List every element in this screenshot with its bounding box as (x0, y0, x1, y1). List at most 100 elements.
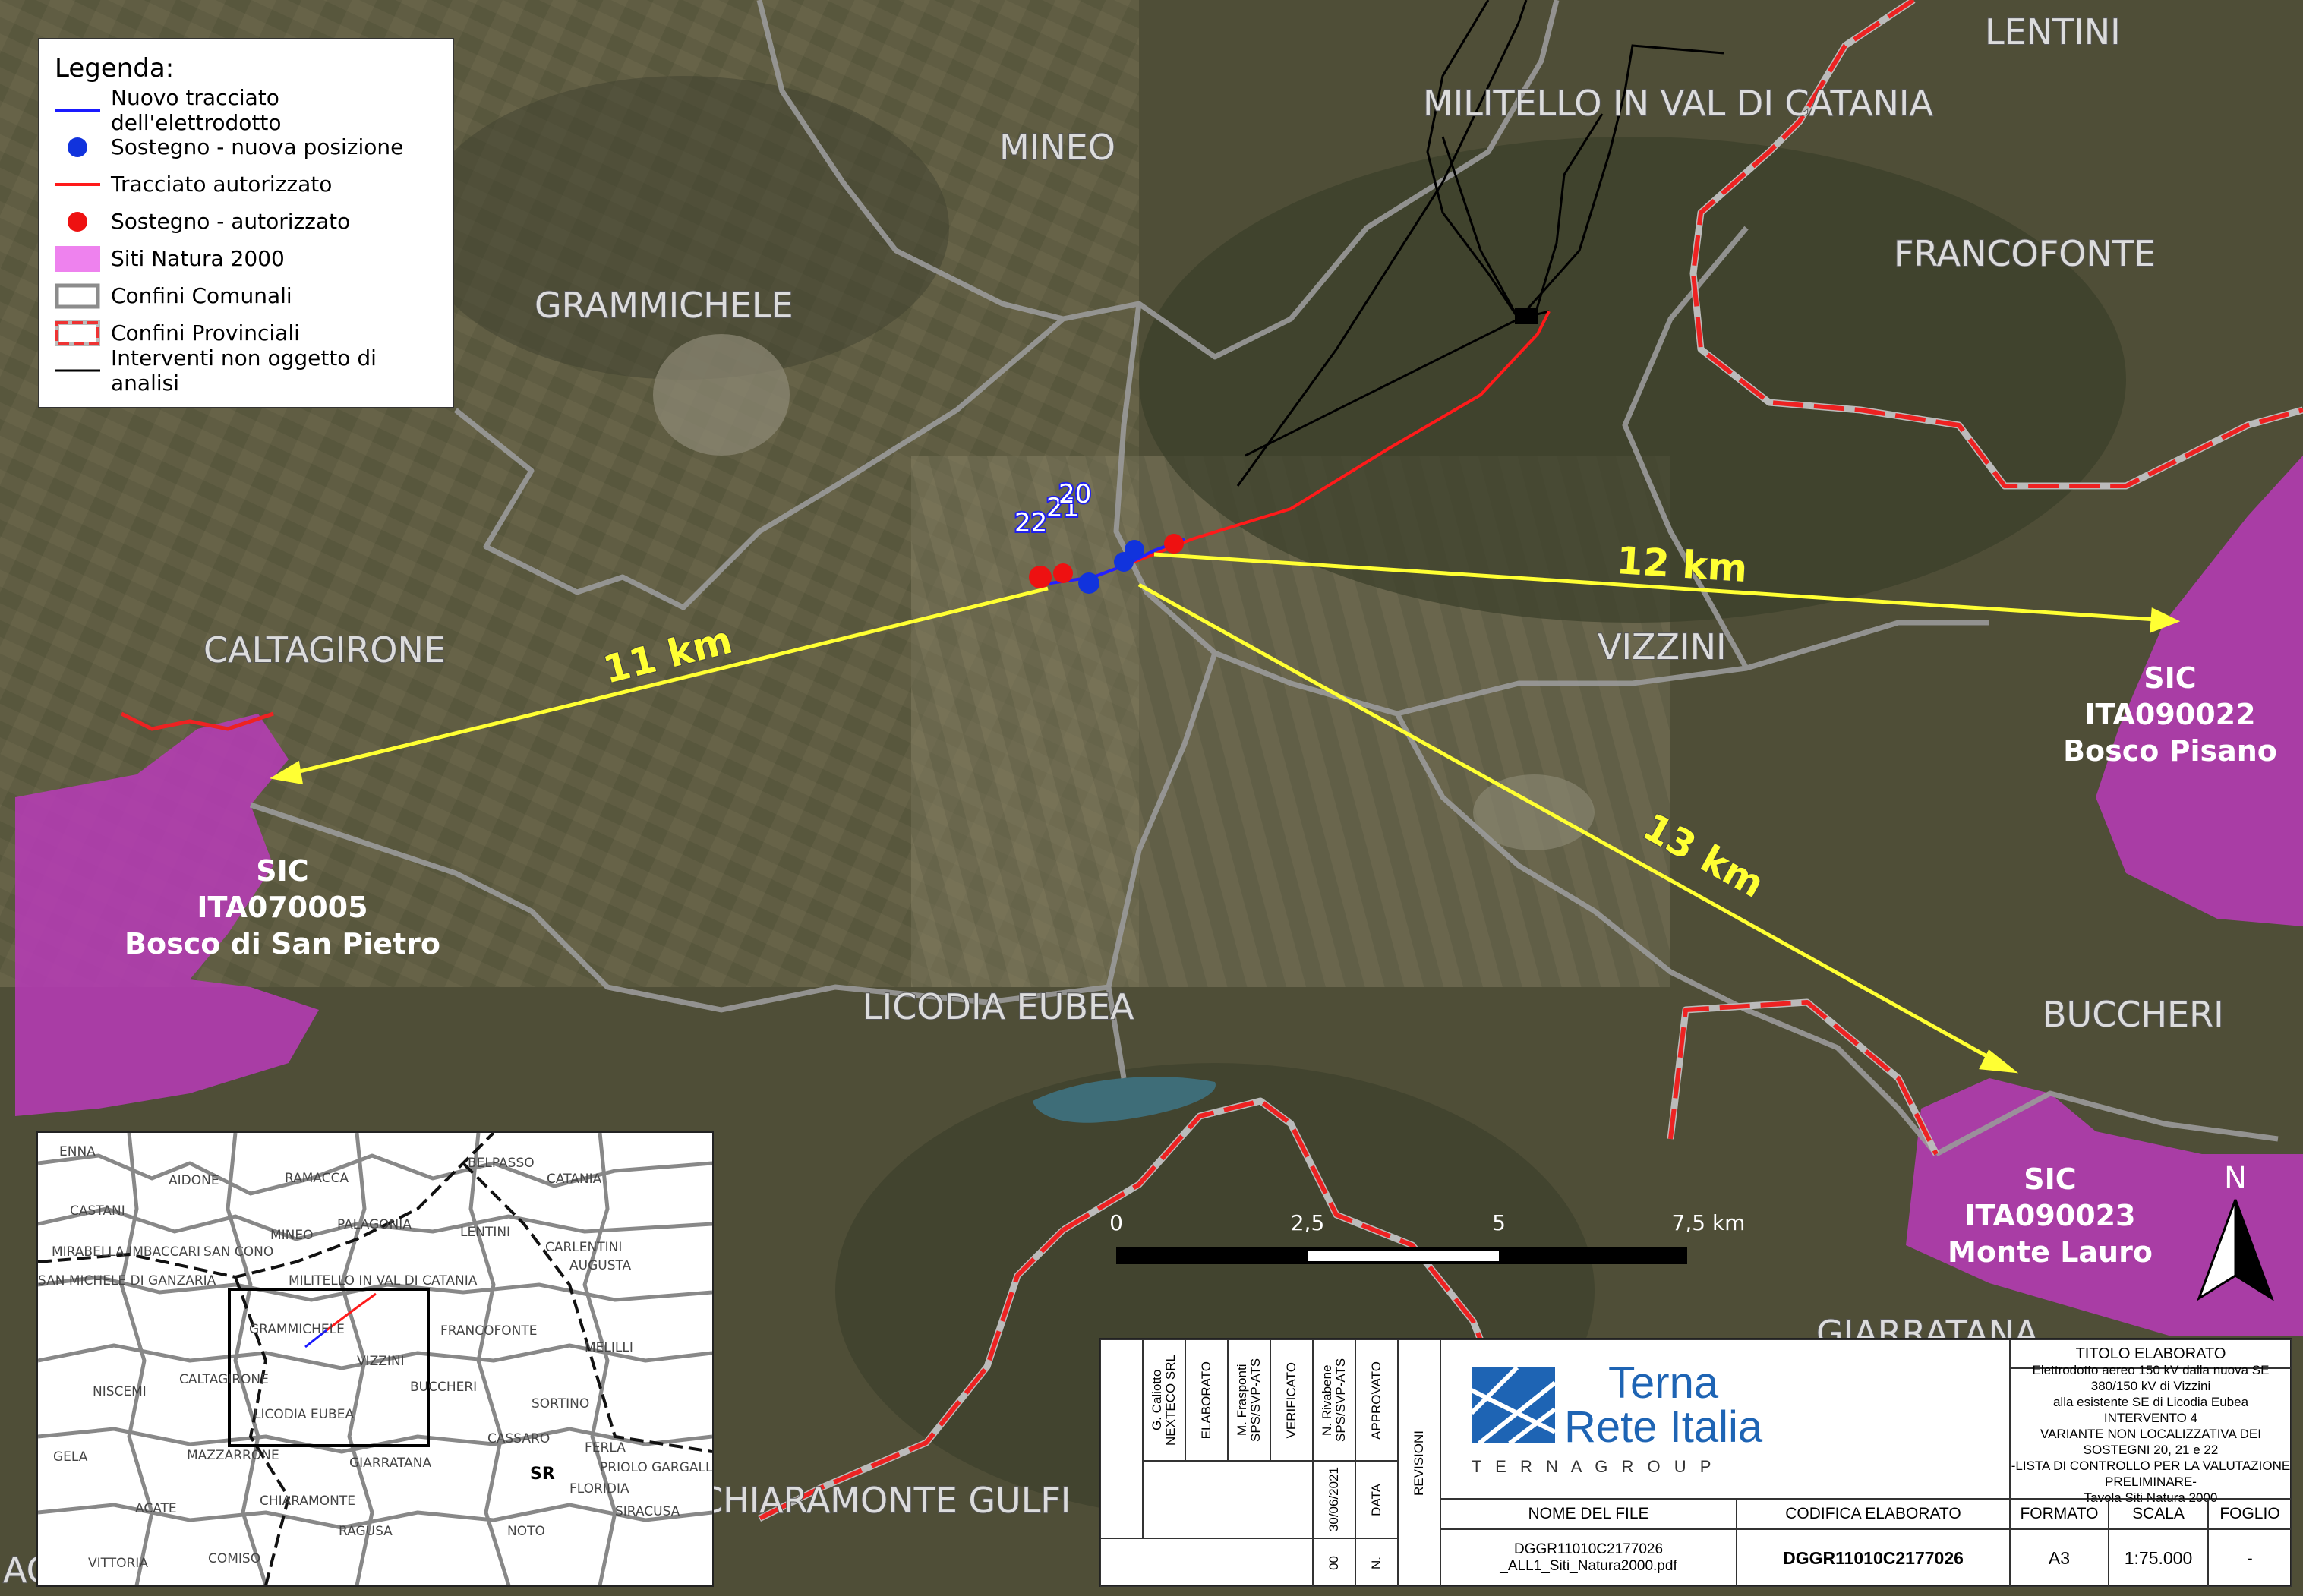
site-2-line3: Bosco Pisano (2063, 734, 2277, 768)
pink-square-icon (55, 244, 100, 274)
inset-label: CASTANI (70, 1203, 125, 1219)
inset-label: GELA (53, 1449, 88, 1465)
terrain-hills-east (1139, 137, 2126, 623)
inset-label: ACATE (135, 1501, 177, 1516)
inset-label: NOTO (507, 1524, 545, 1539)
legend-item-label: Interventi non oggetto di analisi (111, 345, 377, 396)
legend-item-label: Nuovo tracciato dell'elettrodotto (111, 84, 282, 135)
arrowhead-southeast (1979, 1049, 2019, 1074)
inset-label: SORTINO (532, 1396, 589, 1411)
site-labels: SIC ITA070005 Bosco di San Pietro SIC IT… (125, 661, 2277, 1269)
place-buccheri: BUCCHERI (2043, 994, 2224, 1035)
place-vizzini: VIZZINI (1598, 626, 1727, 667)
support-label-22: 22 (1014, 508, 1047, 538)
inset-label: CASSARO (487, 1431, 550, 1446)
support-new-marker[interactable] (1125, 540, 1144, 560)
terna-logo-icon (1472, 1367, 1555, 1443)
legend-title: Legenda: (55, 53, 175, 84)
support-authorised-marker[interactable] (1029, 566, 1052, 588)
legend-item-natura2000: Siti Natura 2000 (55, 240, 437, 277)
support-authorised-marker[interactable] (1164, 534, 1184, 554)
place-francofonte: FRANCOFONTE (1894, 233, 2156, 274)
titolo-line: Tavola Siti Natura 2000 (2084, 1490, 2218, 1505)
place-grammichele: GRAMMICHELE (535, 285, 793, 326)
rev-empty-col (1100, 1339, 1143, 1538)
scale-tick-5: 5 (1492, 1210, 1506, 1235)
blue-line-icon (55, 95, 100, 125)
rev-n-header-text: N. (1369, 1556, 1383, 1569)
rev-date-text: 30/06/2021 (1327, 1467, 1341, 1532)
inset-label: CATANIA (547, 1172, 602, 1187)
natura-site-bosco-pisano[interactable] (2096, 456, 2303, 926)
inset-label: CALTAGIRONE (179, 1372, 269, 1387)
place-militello: MILITELLO IN VAL DI CATANIA (1423, 83, 1933, 124)
support-authorised-marker[interactable] (1053, 563, 1073, 583)
legend-item-new-route: Nuovo tracciato dell'elettrodotto (55, 85, 437, 135)
vizzini-town (1473, 774, 1595, 850)
titolo-line: Elettrodotto aereo 150 kV dalla nuova SE… (2032, 1362, 2270, 1393)
scale-tick-2-5: 2,5 (1291, 1210, 1325, 1235)
titolo-line: INTERVENTO 4 (2103, 1410, 2198, 1425)
inset-label: BUCCHERI (410, 1380, 477, 1395)
scale-tick-7-5: 7,5 km (1672, 1210, 1746, 1235)
place-labels: LENTINI MILITELLO IN VAL DI CATANIA MINE… (2, 11, 2225, 1591)
site-2-line2: ITA090022 (2084, 698, 2255, 731)
natura-site-monte-lauro[interactable] (1906, 1078, 2303, 1336)
inset-label: MILITELLO IN VAL DI CATANIA (289, 1273, 478, 1288)
inset-label: SIRACUSA (615, 1504, 680, 1519)
inset-label: GIARRATANA (349, 1456, 431, 1471)
rev-header-3-text: APPROVATO (1369, 1361, 1383, 1440)
inset-label: LENTINI (460, 1225, 510, 1240)
terna-brand-line2: Rete Italia (1564, 1402, 1763, 1452)
grammichele-town (653, 334, 790, 456)
legend-item-label: Sostegno - autorizzato (111, 209, 351, 234)
rev-blank-row (1143, 1461, 1313, 1538)
rev-date-cell: 30/06/2021 (1313, 1461, 1355, 1538)
inset-map[interactable]: ENNA AIDONE RAMACCA BELPASSO CATANIA CAS… (36, 1131, 714, 1587)
rev-bottom-blank (1100, 1538, 1313, 1587)
red-dashed-rect-icon (55, 318, 100, 349)
inset-labels: ENNA AIDONE RAMACCA BELPASSO CATANIA CAS… (38, 1144, 712, 1571)
inset-label: RAGUSA (339, 1524, 393, 1539)
inset-label: VITTORIA (88, 1556, 148, 1571)
arrow-to-bosco-san-pietro (280, 586, 1049, 778)
rev-n-header: N. (1355, 1538, 1398, 1587)
legend-item-other-works: Interventi non oggetto di analisi (55, 345, 437, 396)
inset-label: RAMACCA (285, 1171, 349, 1186)
scala-header: SCALA (2109, 1499, 2208, 1529)
red-line-icon (55, 169, 100, 200)
support-new-marker[interactable] (1078, 572, 1099, 594)
arrowhead-west (269, 760, 304, 785)
inset-label: FLORIDIA (569, 1481, 629, 1497)
site-3-line1: SIC (2024, 1162, 2076, 1196)
legend-item-label: Sostegno - nuova posizione (111, 134, 404, 159)
inset-label: CHIARAMONTE (260, 1493, 355, 1509)
substation-icon (1515, 308, 1538, 324)
inset-route-line (326, 1292, 377, 1332)
legend-item-label: Tracciato autorizzato (111, 172, 333, 197)
support-label-21: 21 (1046, 493, 1079, 523)
rev-data-header: DATA (1355, 1461, 1398, 1538)
rev-role-2-text: M. Frasponti SPS/SVP-ATS (1235, 1358, 1263, 1443)
titolo-line: alla esistente SE di Licodia Eubea (2052, 1394, 2249, 1409)
inset-label: AIDONE (169, 1173, 219, 1188)
formato-header: FORMATO (2010, 1499, 2109, 1529)
titolo-line: VARIANTE NON LOCALIZZATIVA DEI SOSTEGNI … (2040, 1426, 2261, 1457)
rev-role-2: M. Frasponti SPS/SVP-ATS (1228, 1339, 1270, 1461)
place-lentini: LENTINI (1985, 11, 2121, 52)
titolo-line: -LISTA DI CONTROLLO PER LA VALUTAZIONE P… (2011, 1458, 2291, 1489)
legend-panel: Legenda: Nuovo tracciato dell'elettrodot… (38, 38, 454, 408)
inset-label: NISCEMI (93, 1384, 147, 1399)
site-1-line2: ITA070005 (197, 891, 368, 924)
distance-arrows (269, 552, 2181, 1074)
foglio-header: FOGLIO (2208, 1499, 2292, 1529)
place-caltagirone: CALTAGIRONE (203, 629, 446, 670)
inset-label: MELILLI (585, 1340, 633, 1355)
rev-num-cell: 00 (1313, 1538, 1355, 1587)
nome-file-value: DGGR11010C2177026 _ALL1_Siti_Natura2000.… (1440, 1529, 1737, 1587)
inset-label: LICODIA EUBEA (254, 1407, 354, 1422)
natura-site-bosco-san-pietro[interactable] (15, 714, 319, 1116)
inset-label: ENNA (59, 1144, 96, 1159)
revisioni-cell: REVISIONI (1398, 1339, 1440, 1587)
